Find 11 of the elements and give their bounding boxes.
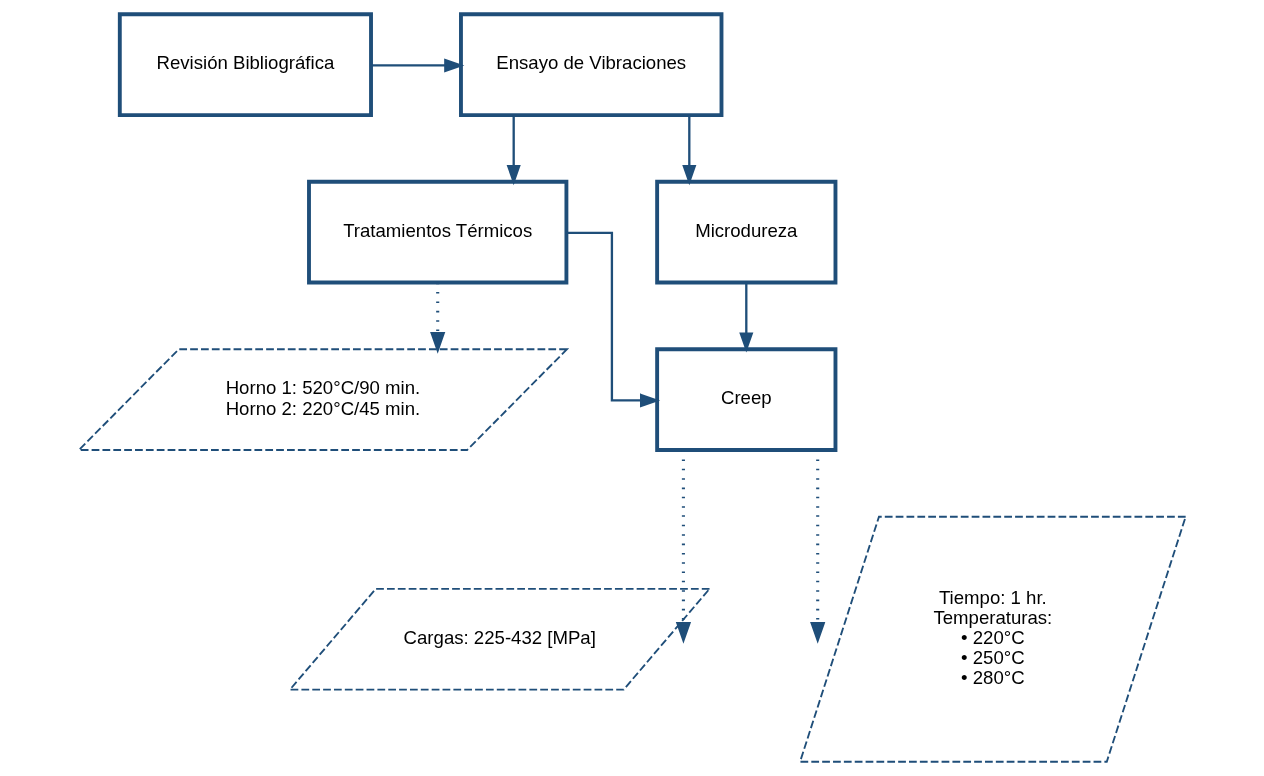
arrow xyxy=(681,115,696,186)
node-box: Ensayo de Vibraciones xyxy=(458,12,723,117)
arrow xyxy=(429,282,445,354)
arrow xyxy=(506,115,521,186)
node-box: Tratamientos Térmicos xyxy=(306,179,568,285)
arrow xyxy=(566,231,660,408)
arrow xyxy=(738,282,753,353)
node-box: Microdureza xyxy=(654,179,837,285)
node-box: Creep xyxy=(654,347,837,452)
node-box: Revisión Bibliográfica xyxy=(117,12,373,117)
arrow xyxy=(370,58,464,73)
